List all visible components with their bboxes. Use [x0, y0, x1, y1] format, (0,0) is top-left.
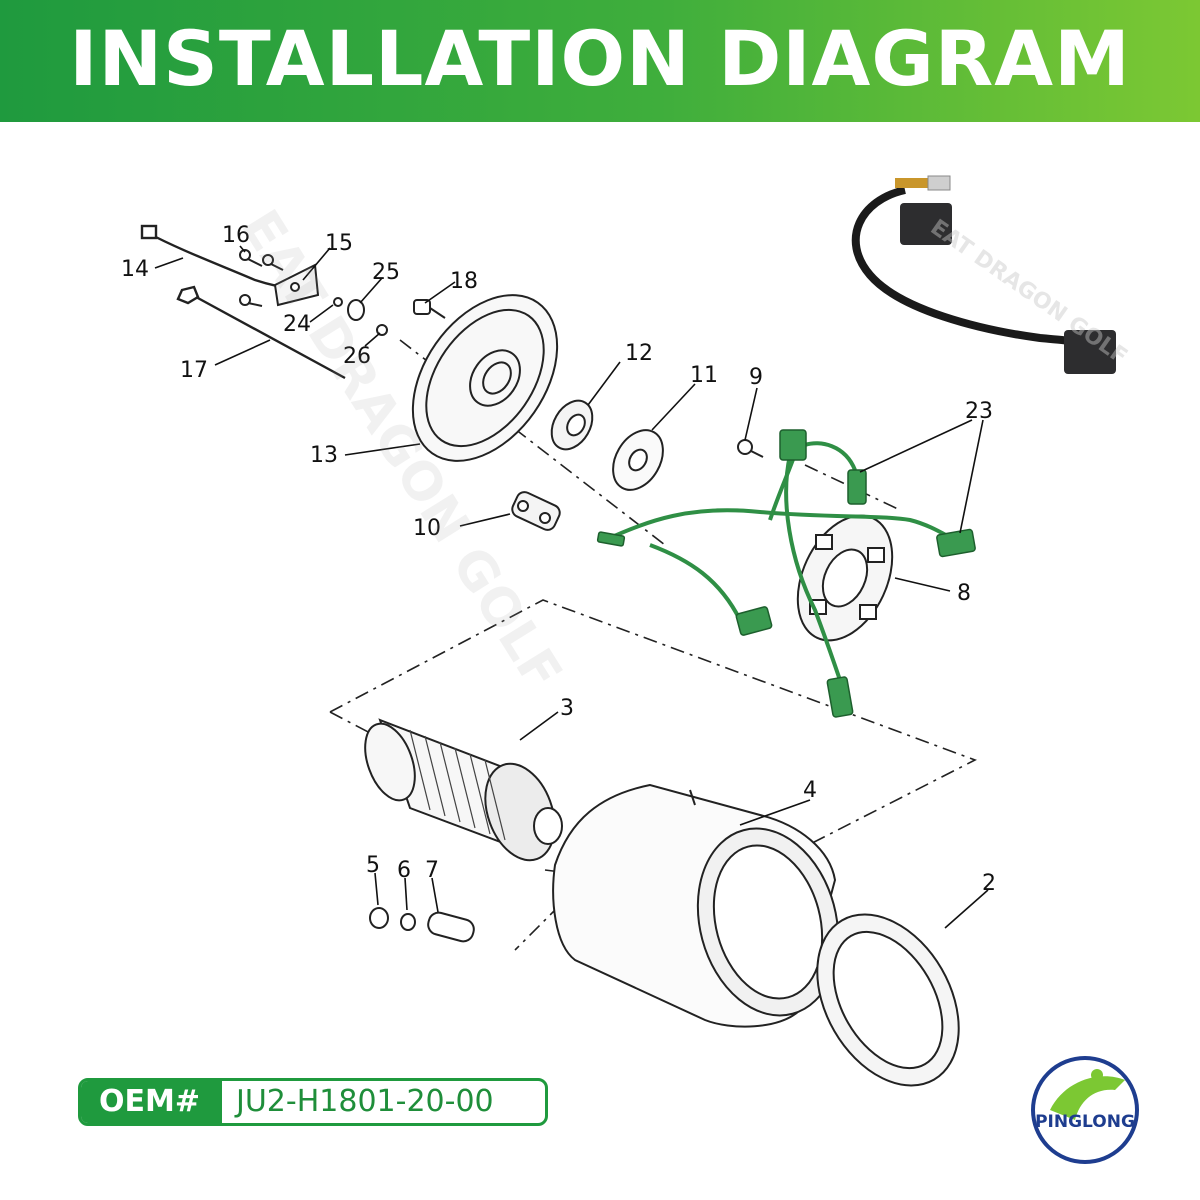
exploded-parts-diagram: 14 16 15 25 18 24 26 17 13 12 11 9 23 10… — [121, 165, 1160, 1164]
yoke-housing-part — [552, 783, 840, 1028]
callout-4: 4 — [803, 778, 817, 803]
callout-7: 7 — [425, 858, 439, 883]
brush-connectors — [596, 429, 976, 718]
callout-15: 15 — [325, 231, 353, 256]
brush-holder-part — [796, 514, 894, 642]
callout-10: 10 — [413, 516, 441, 541]
callout-3: 3 — [560, 696, 574, 721]
armature-part — [364, 718, 563, 862]
callout-11: 11 — [690, 363, 718, 388]
screws-part — [239, 249, 284, 307]
bearing-part — [550, 399, 594, 451]
end-cover-part — [411, 294, 559, 462]
callout-24: 24 — [283, 312, 311, 337]
leader-lines — [154, 245, 989, 929]
brush-terminal-hardware — [369, 907, 475, 943]
brand-name: PINGLONG — [1035, 1112, 1135, 1132]
callout-13: 13 — [310, 443, 338, 468]
callout-14: 14 — [121, 257, 149, 282]
callout-9: 9 — [749, 365, 763, 390]
callout-25: 25 — [372, 260, 400, 285]
pinglong-logo — [1031, 1056, 1139, 1164]
brand-logo-block: PINGLONG — [1010, 1040, 1160, 1160]
callout-8: 8 — [957, 581, 971, 606]
callout-2: 2 — [982, 871, 996, 896]
callout-18: 18 — [450, 269, 478, 294]
callout-6: 6 — [397, 858, 411, 883]
oem-label: OEM# — [81, 1081, 222, 1123]
callout-26: 26 — [343, 344, 371, 369]
washer-part — [612, 429, 664, 491]
oem-value: JU2-H1801-20-00 — [236, 1084, 494, 1119]
callout-5: 5 — [366, 853, 380, 878]
through-bolt-part — [176, 285, 346, 380]
brush-plate-part — [511, 491, 561, 531]
callout-23: 23 — [965, 399, 993, 424]
product-photo — [850, 165, 1160, 395]
callout-12: 12 — [625, 341, 653, 366]
screw-part-9 — [737, 439, 764, 458]
callout-16: 16 — [222, 223, 250, 248]
title-banner: INSTALLATION DIAGRAM — [0, 0, 1200, 122]
seal-ring-part — [816, 913, 960, 1087]
page-title: INSTALLATION DIAGRAM — [69, 14, 1131, 103]
oem-number-box: OEM# JU2-H1801-20-00 — [78, 1078, 548, 1126]
brush-wiring-harness — [604, 439, 956, 696]
callout-17: 17 — [180, 358, 208, 383]
